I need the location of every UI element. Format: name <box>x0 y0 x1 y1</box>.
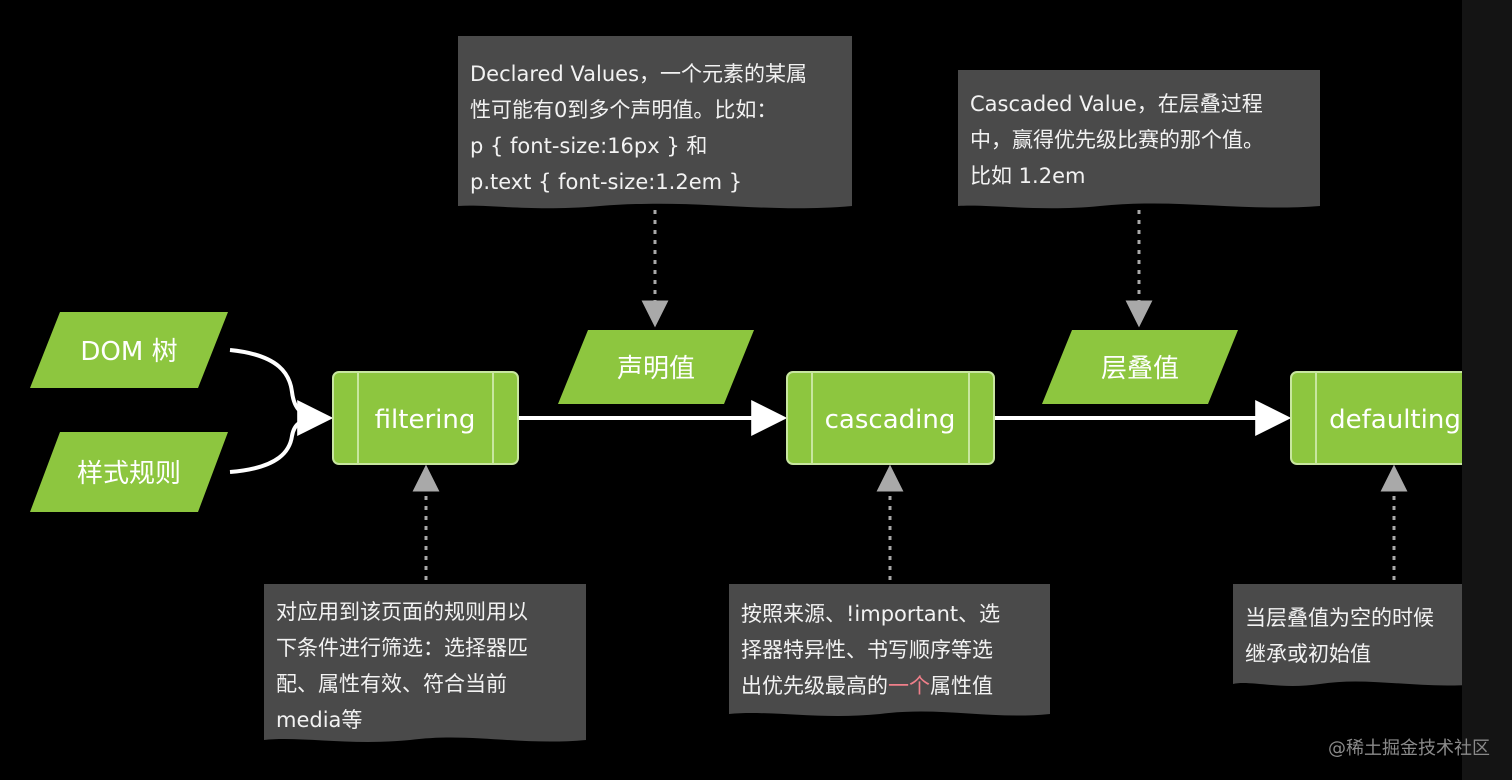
dom-tree-label: DOM 树 <box>80 337 177 367</box>
cascaded-value-shape <box>1042 330 1238 404</box>
note-line: 比如 1.2em <box>970 164 1086 188</box>
cascaded-value-label: 层叠值 <box>1101 354 1179 384</box>
style-to-filtering-arrow <box>229 416 327 474</box>
highlight-text: 一个 <box>888 674 930 698</box>
note-line: 按照来源、!important、选 <box>741 602 1001 626</box>
filtering-step: filtering <box>332 371 519 465</box>
note-line: 择器特异性、书写顺序等选 <box>741 638 993 662</box>
cascading-step-label: cascading <box>825 405 956 435</box>
declared-values-text: Declared Values，一个元素的某属 性可能有0到多个声明值。比如： … <box>470 56 807 200</box>
filtering-note <box>264 584 586 742</box>
declared-values-note <box>458 36 852 209</box>
watermark: @稀土掘金技术社区 <box>1328 738 1490 759</box>
note-line: 对应用到该页面的规则用以 <box>276 600 528 624</box>
note-line: 配、属性有效、符合当前 <box>276 672 507 696</box>
filtering-step-label: filtering <box>375 405 476 435</box>
dom-to-filtering-arrow <box>229 348 334 436</box>
note-line: p { font-size:16px } 和 <box>470 134 708 158</box>
note-line: Declared Values，一个元素的某属 <box>470 62 808 86</box>
note-text: 属性值 <box>930 674 993 698</box>
note-line: 继承或初始值 <box>1245 642 1371 666</box>
style-rules-shape <box>30 432 228 512</box>
declared-value-shape <box>558 330 754 404</box>
style-rules-label: 样式规则 <box>77 459 181 489</box>
right-edge-band <box>1462 0 1512 780</box>
cascaded-value-text: Cascaded Value，在层叠过程 中，赢得优先级比赛的那个值。 比如 1… <box>970 86 1264 194</box>
defaulting-note <box>1233 584 1462 686</box>
note-line: p.text { font-size:1.2em } <box>470 170 743 194</box>
defaulting-step: defaulting <box>1290 371 1462 465</box>
note-line: Cascaded Value，在层叠过程 <box>970 92 1263 116</box>
note-text: 出优先级最高的 <box>741 674 888 698</box>
note-line: 当层叠值为空的时候 <box>1245 606 1434 630</box>
note-line: 下条件进行筛选：选择器匹 <box>276 636 528 660</box>
defaulting-step-label: defaulting <box>1329 405 1461 435</box>
note-line: 性可能有0到多个声明值。比如： <box>470 98 778 122</box>
defaulting-text: 当层叠值为空的时候 继承或初始值 <box>1245 600 1434 672</box>
declared-value-label: 声明值 <box>617 354 695 384</box>
filtering-text: 对应用到该页面的规则用以 下条件进行筛选：选择器匹 配、属性有效、符合当前 me… <box>276 594 528 738</box>
cascading-step: cascading <box>786 371 995 465</box>
note-line: 中，赢得优先级比赛的那个值。 <box>970 128 1264 152</box>
cascading-note <box>729 584 1050 716</box>
note-line: media等 <box>276 708 363 732</box>
cascaded-value-note <box>958 70 1320 209</box>
cascading-text: 按照来源、!important、选 择器特异性、书写顺序等选 出优先级最高的一个… <box>741 596 1000 704</box>
note-line: 出优先级最高的一个属性值 <box>741 668 1000 704</box>
dom-tree-shape <box>30 312 228 388</box>
